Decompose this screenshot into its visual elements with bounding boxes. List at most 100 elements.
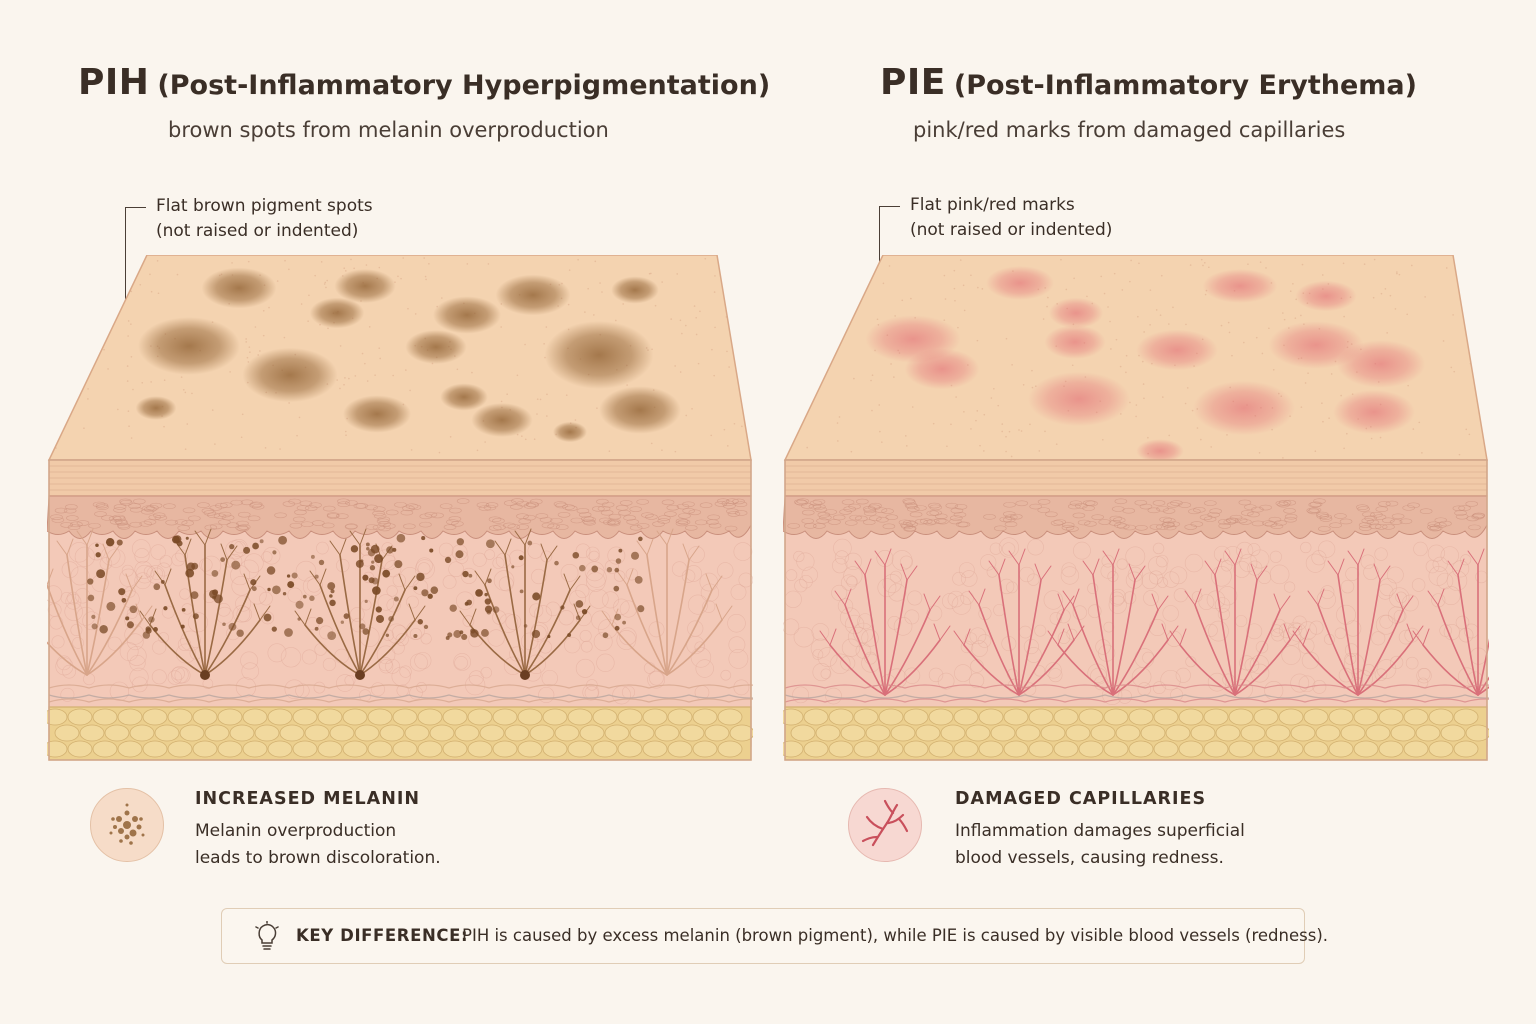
- melanin-granule: [421, 536, 426, 541]
- red-mark: [1048, 297, 1104, 329]
- red-mark: [1295, 280, 1357, 312]
- melanin-granule: [116, 539, 123, 546]
- pigment-spot: [405, 330, 467, 364]
- melanin-granule: [286, 574, 291, 578]
- melanin-granule: [567, 633, 572, 637]
- pigment-spot: [433, 296, 501, 334]
- capillary: [953, 548, 1085, 696]
- melanin-granule: [371, 560, 375, 564]
- melanin-granule: [191, 562, 199, 570]
- melanin-granule: [392, 547, 397, 552]
- melanin-granule: [445, 636, 450, 640]
- pie-title: PIE(Post-Inflammatory Erythema): [880, 62, 1417, 103]
- key-difference-label: KEY DIFFERENCE:: [296, 926, 469, 945]
- melanin-granule: [455, 550, 464, 559]
- pigment-spot: [611, 276, 659, 304]
- melanin-granule: [99, 625, 108, 634]
- pih-skin-diagram: [47, 255, 753, 761]
- melanin-granule: [314, 626, 319, 631]
- pih-callout-line1: Flat brown pigment spots: [156, 196, 373, 216]
- melanin-granule: [429, 548, 434, 553]
- melanin-granule: [343, 613, 350, 620]
- melanin-granule: [314, 574, 319, 579]
- melanin-granule: [291, 572, 298, 579]
- melanin-granule: [630, 551, 640, 560]
- pigment-spot: [553, 421, 587, 443]
- melanin-granule: [105, 537, 115, 547]
- melanin-granule: [329, 594, 333, 598]
- melanin-granule: [413, 586, 418, 591]
- melanin-granule: [485, 539, 495, 549]
- melanin-granule: [278, 535, 288, 545]
- melanin-granule: [251, 586, 257, 592]
- red-mark: [1202, 269, 1278, 303]
- melanin-granule: [368, 577, 375, 584]
- melanin-granule: [118, 588, 126, 596]
- melanin-granule: [330, 589, 335, 594]
- melanin-granule: [375, 614, 385, 623]
- melanin-granule: [388, 616, 395, 622]
- melanin-granule: [430, 586, 439, 594]
- melanin-granule: [382, 569, 391, 578]
- melanin-granule: [366, 547, 370, 551]
- pih-abbr: PIH: [78, 62, 150, 103]
- melanin-granule: [365, 542, 370, 547]
- pie-info-body: Inflammation damages superficial blood v…: [955, 818, 1245, 872]
- pie-callout-line1: Flat pink/red marks: [910, 195, 1075, 215]
- melanin-granule: [394, 560, 403, 569]
- melanin-granule: [271, 626, 277, 632]
- melanin-granule: [523, 624, 528, 628]
- melanin-granule: [263, 613, 272, 622]
- melanin-granule: [287, 581, 295, 589]
- melanin-granule: [575, 600, 584, 608]
- melanin-granule: [148, 616, 155, 623]
- melanin-granule: [602, 632, 609, 639]
- pigment-spot: [138, 317, 240, 375]
- melanin-granule: [95, 543, 99, 548]
- melanin-granule: [423, 624, 429, 630]
- melanin-granule: [416, 572, 425, 582]
- melanin-granule: [329, 599, 336, 607]
- melanin-granule: [181, 607, 186, 612]
- melanin-granule: [180, 624, 185, 629]
- red-mark: [1028, 371, 1130, 427]
- melanin-granule: [173, 535, 182, 544]
- red-mark: [1333, 389, 1415, 435]
- pih-callout: Flat brown pigment spots (not raised or …: [156, 194, 373, 244]
- melanin-granule: [484, 592, 488, 597]
- melanin-granule: [375, 606, 382, 613]
- melanin-granule: [106, 601, 116, 611]
- key-difference-box: KEY DIFFERENCE: PIH is caused by excess …: [221, 908, 1328, 964]
- melanin-granule: [272, 585, 281, 595]
- melanin-granule: [284, 628, 293, 637]
- melanin-granule: [518, 555, 524, 561]
- pigment-spot: [334, 269, 396, 303]
- melanin-granule: [614, 567, 620, 573]
- melanin-granule: [297, 617, 301, 621]
- melanin-granule: [267, 587, 271, 592]
- pigment-spot: [471, 403, 533, 437]
- melanin-granule: [413, 633, 418, 639]
- pih-full-name: (Post-Inflammatory Hyperpigmentation): [157, 70, 771, 101]
- melanin-granule: [259, 539, 264, 544]
- melanin-granule: [229, 543, 235, 550]
- melanin-granule: [91, 614, 96, 619]
- melanin-granule: [95, 552, 101, 558]
- melanin-granule: [129, 605, 138, 614]
- pie-info-line1: Inflammation damages superficial: [955, 821, 1245, 841]
- melanin-granule: [393, 596, 399, 602]
- capillary: [1292, 548, 1424, 696]
- melanin-granule: [614, 613, 622, 621]
- melanin-granule: [572, 551, 580, 559]
- melanin-granule: [364, 599, 368, 603]
- melanin-granule: [475, 589, 483, 597]
- melanin-granule: [456, 538, 465, 546]
- melanin-granule: [318, 559, 325, 566]
- melanin-granule: [531, 629, 541, 639]
- capillary: [1169, 548, 1301, 696]
- melanin-granule: [153, 583, 161, 591]
- pigment-spot: [201, 267, 277, 309]
- pie-callout: Flat pink/red marks (not raised or inden…: [910, 193, 1112, 243]
- melanin-granule: [231, 560, 241, 570]
- melanin-granule: [417, 619, 424, 625]
